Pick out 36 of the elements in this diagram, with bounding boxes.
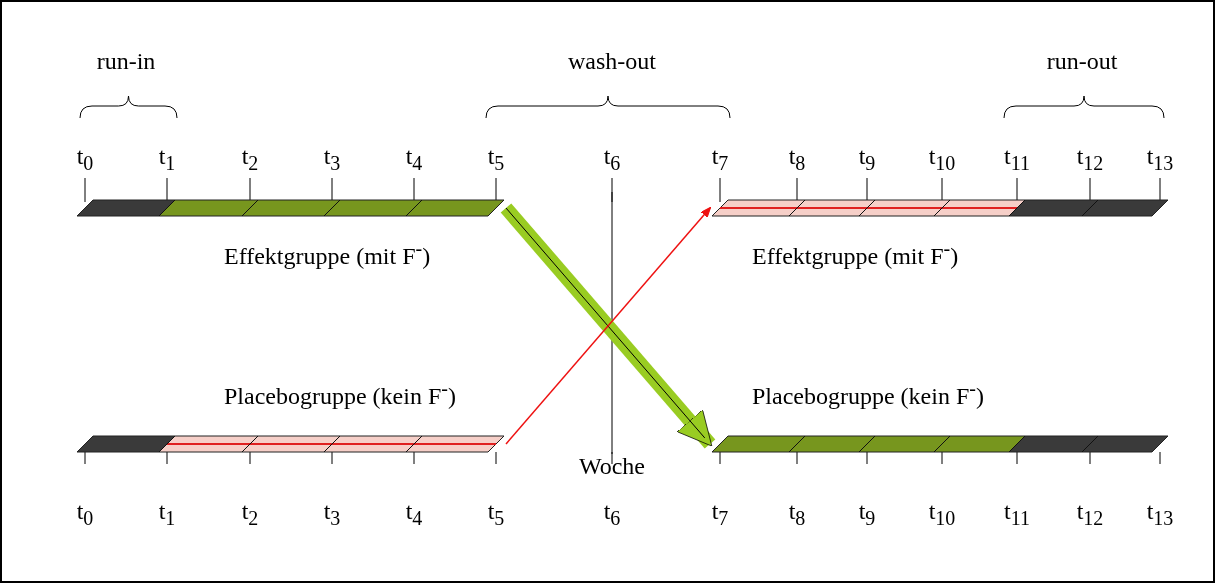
phase-label: run-in [96,47,156,75]
group-label: Effektgruppe (mit F$^{-}$) [752,236,959,270]
time-point-label: t$_{6}$ [603,497,621,531]
time-point-label: t$_{11}$ [1004,497,1030,531]
group-label: Effektgruppe (mit F$^{-}$) [224,236,431,270]
time-point-label: t$_{2}$ [241,497,259,531]
time-point-label: t$_{8}$ [788,142,806,176]
phase-label: run-out [1046,47,1118,75]
time-point-label: t$_{12}$ [1076,142,1104,176]
time-point-label: t$_{6}$ [603,142,621,176]
time-point-label: t$_{10}$ [928,497,956,531]
time-point-label: t$_{1}$ [158,142,176,176]
axis-label: Woche [579,452,645,480]
time-point-label: t$_{13}$ [1146,497,1174,531]
time-point-label: t$_{4}$ [405,142,423,176]
time-point-label: t$_{7}$ [711,497,729,531]
group-label: Placebogruppe (kein F$^{-}$) [752,376,984,410]
time-point-label: t$_{9}$ [858,497,876,531]
time-point-label: t$_{9}$ [858,142,876,176]
time-point-label: t$_{0}$ [76,497,94,531]
time-point-label: t$_{3}$ [323,497,341,531]
group-label: Placebogruppe (kein F$^{-}$) [224,376,456,410]
time-point-label: t$_{5}$ [487,497,505,531]
time-point-label: t$_{4}$ [405,497,423,531]
time-point-label: t$_{3}$ [323,142,341,176]
time-point-label: t$_{5}$ [487,142,505,176]
time-point-label: t$_{0}$ [76,142,94,176]
time-point-label: t$_{8}$ [788,497,806,531]
time-point-label: t$_{1}$ [158,497,176,531]
time-point-label: t$_{10}$ [928,142,956,176]
time-point-label: t$_{13}$ [1146,142,1174,176]
time-point-label: t$_{2}$ [241,142,259,176]
time-point-label: t$_{12}$ [1076,497,1104,531]
phase-label: wash-out [568,47,656,75]
time-point-label: t$_{7}$ [711,142,729,176]
time-point-label: t$_{11}$ [1004,142,1030,176]
